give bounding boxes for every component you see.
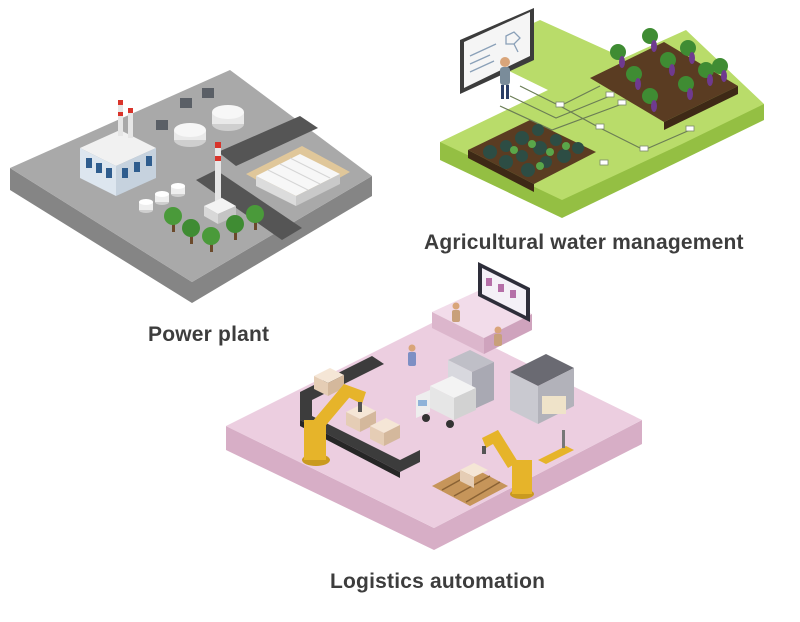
- power-plant-scene: [10, 70, 372, 303]
- robot-arm-icon: [302, 384, 366, 466]
- sensor-icon: [555, 91, 695, 166]
- storage-tank-icon: [174, 123, 206, 147]
- power-platform-side: [10, 168, 372, 303]
- screen-icon: [478, 262, 530, 322]
- storage-tank-icon: [156, 88, 214, 130]
- agriculture-caption: Agricultural water management: [424, 231, 744, 254]
- tree-icon: [164, 205, 264, 252]
- soil-bed: [590, 42, 738, 122]
- hand-truck-icon: [538, 430, 574, 464]
- factory-icon: [80, 130, 156, 196]
- worker-icon: [408, 302, 502, 366]
- logistics-caption: Logistics automation: [330, 570, 546, 593]
- plant-icon: [483, 124, 584, 177]
- chimney-icon: [118, 100, 133, 138]
- logistics-platform-top: [226, 320, 642, 528]
- raised-platform: [432, 312, 484, 354]
- pallet-icon: [432, 463, 508, 506]
- power-plant-caption: Power plant: [148, 323, 270, 346]
- storage-tank-icon: [212, 105, 244, 131]
- monitor-icon: [460, 8, 534, 94]
- raised-platform: [432, 290, 532, 338]
- logistics-platform-side: [226, 420, 642, 550]
- robot-arm-icon: [482, 430, 534, 499]
- farmer-icon: [500, 57, 510, 99]
- soil-bed: [664, 86, 738, 130]
- logistics-scene: [226, 262, 642, 550]
- warehouse-icon: [246, 146, 350, 206]
- soil-bed: [468, 120, 596, 184]
- road: [218, 116, 318, 166]
- soil-bed: [468, 150, 534, 192]
- plant-icon: [610, 28, 728, 112]
- agriculture-scene: [440, 8, 764, 218]
- warehouse-icon: [510, 354, 574, 424]
- road: [196, 170, 302, 240]
- truck-icon: [416, 376, 476, 428]
- storage-tank-icon: [139, 183, 185, 213]
- chimney-icon: [204, 142, 236, 224]
